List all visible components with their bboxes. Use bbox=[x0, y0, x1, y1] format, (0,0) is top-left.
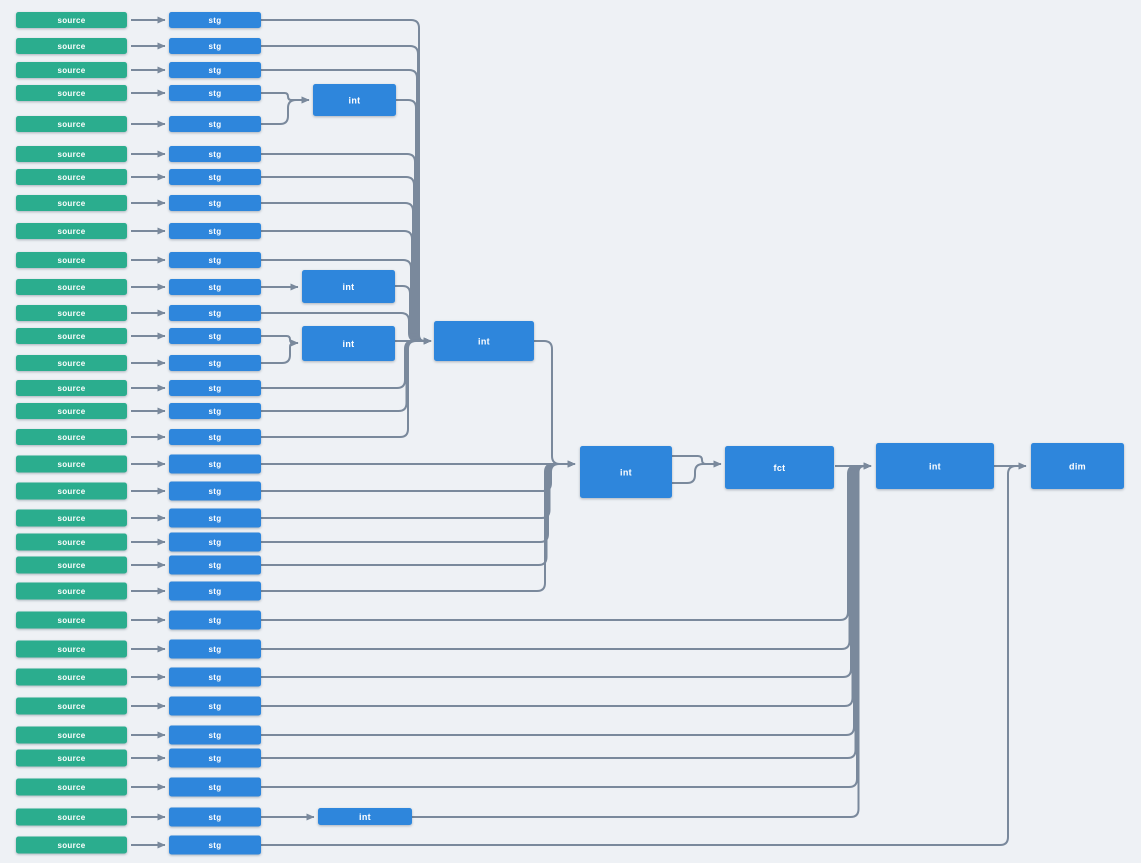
stg-node-9[interactable] bbox=[169, 223, 261, 239]
edge-intb-fct-1 bbox=[672, 455, 722, 468]
stg-node-22[interactable] bbox=[169, 555, 261, 575]
edge-stg13-int3 bbox=[261, 335, 299, 347]
stg-node-20[interactable] bbox=[169, 508, 261, 528]
source-node-21[interactable] bbox=[16, 533, 127, 551]
source-node-14[interactable] bbox=[16, 355, 127, 371]
source-node-29[interactable] bbox=[16, 749, 127, 767]
source-node-23[interactable] bbox=[16, 582, 127, 600]
edge-intb-fct-2 bbox=[672, 460, 722, 484]
source-node-28[interactable] bbox=[16, 726, 127, 744]
source-node-15[interactable] bbox=[16, 380, 127, 396]
stg-node-6[interactable] bbox=[169, 146, 261, 162]
source-node-24[interactable] bbox=[16, 611, 127, 629]
dim-node[interactable] bbox=[1031, 443, 1124, 489]
source-node-7[interactable] bbox=[16, 169, 127, 185]
stg-node-8[interactable] bbox=[169, 195, 261, 211]
int-c-node[interactable] bbox=[876, 443, 994, 489]
edge-stg23-intb bbox=[261, 460, 576, 592]
fct-node[interactable] bbox=[725, 446, 834, 489]
edge-stg5-int1 bbox=[261, 96, 310, 125]
source-node-5[interactable] bbox=[16, 116, 127, 132]
stg-node-10[interactable] bbox=[169, 252, 261, 268]
edges-layer bbox=[131, 16, 1027, 849]
edge-stg25-intc bbox=[261, 462, 872, 650]
source-node-26[interactable] bbox=[16, 668, 127, 686]
source-node-11[interactable] bbox=[16, 279, 127, 295]
stg-node-3[interactable] bbox=[169, 62, 261, 78]
edge-stg27-intc bbox=[261, 462, 872, 707]
stg-node-4[interactable] bbox=[169, 85, 261, 101]
source-node-19[interactable] bbox=[16, 482, 127, 500]
source-node-4[interactable] bbox=[16, 85, 127, 101]
source-node-16[interactable] bbox=[16, 403, 127, 419]
source-node-32[interactable] bbox=[16, 836, 127, 854]
source-node-6[interactable] bbox=[16, 146, 127, 162]
source-node-8[interactable] bbox=[16, 195, 127, 211]
stg-node-12[interactable] bbox=[169, 305, 261, 321]
source-node-2[interactable] bbox=[16, 38, 127, 54]
edge-stg19-intb bbox=[261, 460, 576, 492]
source-node-31[interactable] bbox=[16, 808, 127, 826]
edge-stg14-int3 bbox=[261, 339, 299, 364]
source-node-1[interactable] bbox=[16, 12, 127, 28]
stg-node-27[interactable] bbox=[169, 696, 261, 716]
source-node-30[interactable] bbox=[16, 778, 127, 796]
edge-int4-intc bbox=[412, 462, 872, 818]
int-a-node[interactable] bbox=[434, 321, 534, 361]
int-4-node[interactable] bbox=[318, 808, 412, 825]
source-node-27[interactable] bbox=[16, 697, 127, 715]
stg-node-15[interactable] bbox=[169, 380, 261, 396]
source-node-18[interactable] bbox=[16, 455, 127, 473]
int-1-node[interactable] bbox=[313, 84, 396, 116]
source-node-13[interactable] bbox=[16, 328, 127, 344]
stg-node-19[interactable] bbox=[169, 481, 261, 501]
source-node-3[interactable] bbox=[16, 62, 127, 78]
stg-node-14[interactable] bbox=[169, 355, 261, 371]
int-3-node[interactable] bbox=[302, 326, 395, 361]
source-node-25[interactable] bbox=[16, 640, 127, 658]
stg-node-18[interactable] bbox=[169, 454, 261, 474]
stg-node-30[interactable] bbox=[169, 777, 261, 797]
edge-inta-intb bbox=[534, 340, 576, 468]
edge-stg26-intc bbox=[261, 462, 872, 678]
int-b-node[interactable] bbox=[580, 446, 672, 498]
stg-node-17[interactable] bbox=[169, 429, 261, 445]
edge-stg17-inta bbox=[261, 337, 432, 438]
stg-node-7[interactable] bbox=[169, 169, 261, 185]
edge-stg30-intc bbox=[261, 462, 872, 788]
stg-node-2[interactable] bbox=[169, 38, 261, 54]
stg-node-5[interactable] bbox=[169, 116, 261, 132]
stg-node-13[interactable] bbox=[169, 328, 261, 344]
source-node-9[interactable] bbox=[16, 223, 127, 239]
stg-node-28[interactable] bbox=[169, 725, 261, 745]
source-node-17[interactable] bbox=[16, 429, 127, 445]
stg-node-1[interactable] bbox=[169, 12, 261, 28]
edge-stg28-intc bbox=[261, 462, 872, 736]
stg-node-29[interactable] bbox=[169, 748, 261, 768]
source-node-10[interactable] bbox=[16, 252, 127, 268]
stg-node-21[interactable] bbox=[169, 532, 261, 552]
source-node-20[interactable] bbox=[16, 509, 127, 527]
edge-stg22-intb bbox=[261, 460, 576, 566]
stg-node-31[interactable] bbox=[169, 807, 261, 827]
edge-stg32-dim bbox=[261, 462, 1027, 846]
stg-node-32[interactable] bbox=[169, 835, 261, 855]
stg-node-26[interactable] bbox=[169, 667, 261, 687]
stg-node-11[interactable] bbox=[169, 279, 261, 295]
stg-node-25[interactable] bbox=[169, 639, 261, 659]
stg-node-16[interactable] bbox=[169, 403, 261, 419]
source-node-22[interactable] bbox=[16, 556, 127, 574]
edge-stg29-intc bbox=[261, 462, 872, 759]
edge-stg4-int1 bbox=[261, 92, 310, 104]
source-node-12[interactable] bbox=[16, 305, 127, 321]
stg-node-23[interactable] bbox=[169, 581, 261, 601]
edge-stg21-intb bbox=[261, 460, 576, 543]
int-2-node[interactable] bbox=[302, 270, 395, 303]
stg-node-24[interactable] bbox=[169, 610, 261, 630]
